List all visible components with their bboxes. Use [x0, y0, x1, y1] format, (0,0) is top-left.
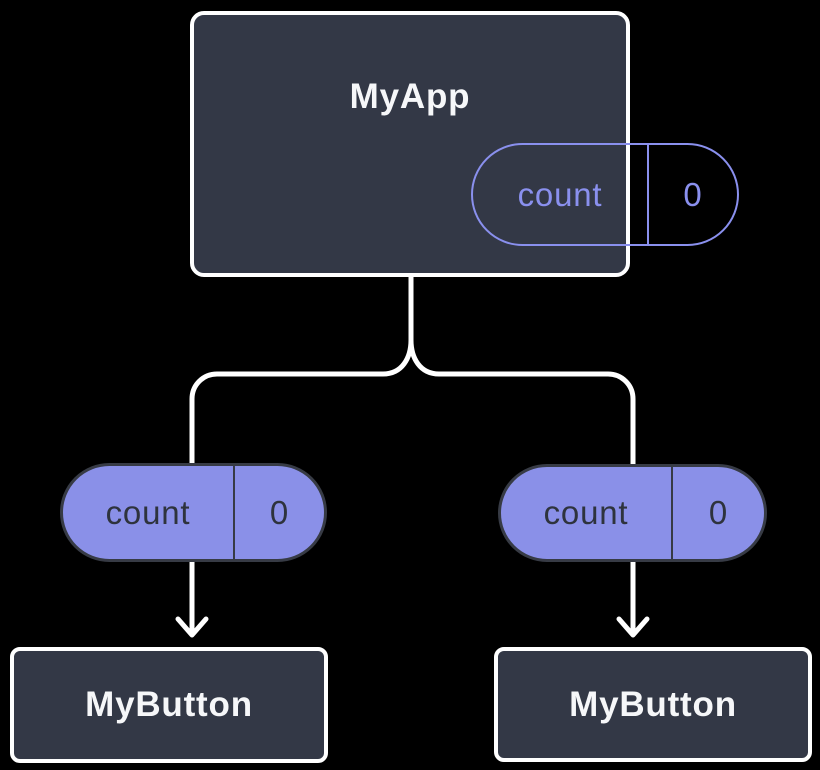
prop-pill-right-value: 0 [708, 494, 729, 531]
node-mybutton-left-title: MyButton [85, 685, 253, 724]
node-mybutton-right: MyButton [494, 647, 812, 762]
state-pill-value: 0 [683, 175, 703, 213]
prop-pill-left: count 0 [60, 463, 327, 562]
node-mybutton-left: MyButton [10, 647, 328, 763]
state-pill-name: count [473, 145, 649, 244]
prop-pill-right: count 0 [498, 464, 767, 562]
prop-pill-left-value: 0 [269, 493, 290, 531]
node-myapp-title: MyApp [349, 77, 471, 116]
branch-line-left [189, 274, 414, 636]
state-pill-myapp: count 0 [471, 143, 739, 246]
node-myapp: MyApp count 0 [190, 11, 739, 277]
arrowhead-left-icon [175, 616, 209, 638]
branch-line-right [408, 274, 636, 636]
prop-pill-left-name: count [63, 466, 235, 559]
node-mybutton-right-title: MyButton [569, 684, 737, 724]
prop-pill-right-name: count [501, 467, 673, 559]
arrowhead-right-icon [616, 616, 650, 638]
